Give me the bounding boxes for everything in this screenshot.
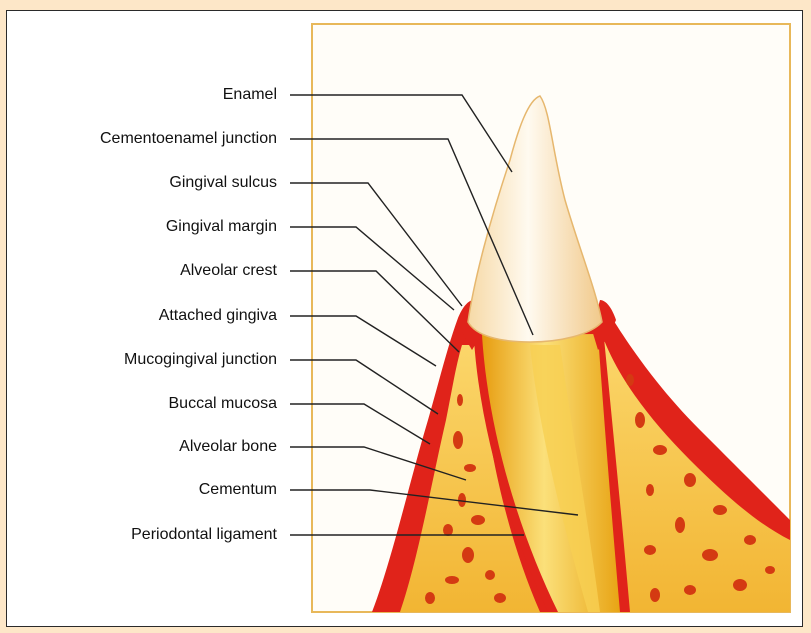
label-enamel: Enamel	[223, 86, 277, 104]
label-periodontal-ligament: Periodontal ligament	[131, 526, 277, 544]
label-alveolar-bone: Alveolar bone	[179, 438, 277, 456]
label-gingival-sulcus: Gingival sulcus	[169, 174, 277, 192]
label-cementoenamel-junction: Cementoenamel junction	[100, 130, 277, 148]
label-buccal-mucosa: Buccal mucosa	[169, 395, 278, 413]
label-mucogingival-junction: Mucogingival junction	[124, 351, 277, 369]
label-gingival-margin: Gingival margin	[166, 218, 277, 236]
label-attached-gingiva: Attached gingiva	[159, 307, 277, 325]
label-cementum: Cementum	[199, 481, 277, 499]
label-alveolar-crest: Alveolar crest	[180, 262, 277, 280]
